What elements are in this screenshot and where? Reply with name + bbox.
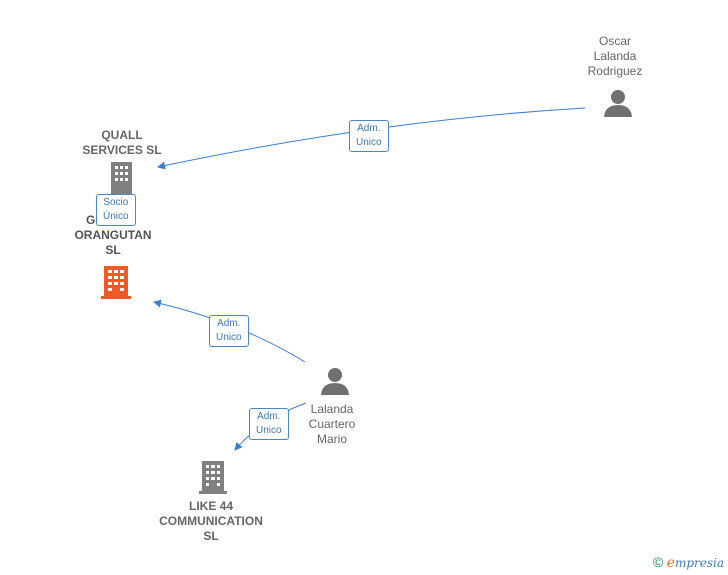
node-label-orangutan: G ORANGUTAN SL xyxy=(58,213,168,258)
node-label-quall: QUALL SERVICES SL xyxy=(72,128,172,158)
edge-label-quall-orangutan[interactable]: Socio Único xyxy=(96,194,136,226)
label-line: Mario xyxy=(316,432,347,446)
label-line: LIKE 44 xyxy=(188,499,233,513)
label-line: Oscar xyxy=(598,34,631,48)
edge-label-line: Unico xyxy=(356,137,382,148)
label-line: SERVICES SL xyxy=(82,143,162,157)
node-label-like44: LIKE 44 COMMUNICATION SL xyxy=(151,499,271,544)
edge-label-lalanda-orangutan[interactable]: Adm. Unico xyxy=(209,315,249,347)
edge-label-oscar-quall[interactable]: Adm. Unico xyxy=(349,120,389,152)
brand-logo-text: mpresia xyxy=(674,556,724,570)
node-label-lalanda: Lalanda Cuartero Mario xyxy=(287,402,377,447)
label-line: Lalanda xyxy=(310,402,354,416)
label-line: G xyxy=(86,213,96,227)
label-line: ORANGUTAN xyxy=(74,228,152,242)
label-line: SL xyxy=(105,243,121,257)
edge-label-lalanda-like44[interactable]: Adm. Unico xyxy=(249,408,289,440)
copyright-icon: © xyxy=(652,554,664,570)
building-icon-orangutan[interactable] xyxy=(100,265,132,299)
label-line: Lalanda xyxy=(593,49,637,63)
node-label-oscar: Oscar Lalanda Rodriguez xyxy=(570,34,660,79)
edge-label-line: Adm. xyxy=(357,123,381,134)
edge-label-line: Adm. xyxy=(217,318,241,329)
label-line: Cuartero xyxy=(308,417,356,431)
person-icon-oscar[interactable] xyxy=(603,88,633,118)
label-line: QUALL xyxy=(101,128,143,142)
building-icon-quall[interactable] xyxy=(108,161,135,195)
label-line: COMMUNICATION xyxy=(159,514,263,528)
edge-label-line: Unico xyxy=(256,425,282,436)
brand-logo-e: e xyxy=(666,555,675,571)
edge-label-line: Adm. xyxy=(257,411,281,422)
person-icon-lalanda[interactable] xyxy=(320,366,350,396)
building-icon-like44[interactable] xyxy=(198,460,228,494)
edge-label-line: Único xyxy=(103,211,129,222)
empresia-brand[interactable]: © empresia xyxy=(653,554,724,571)
label-line: SL xyxy=(203,529,219,543)
edge-label-line: Unico xyxy=(216,332,242,343)
edge-label-line: Socio xyxy=(103,197,129,208)
label-line: Rodriguez xyxy=(587,64,643,78)
